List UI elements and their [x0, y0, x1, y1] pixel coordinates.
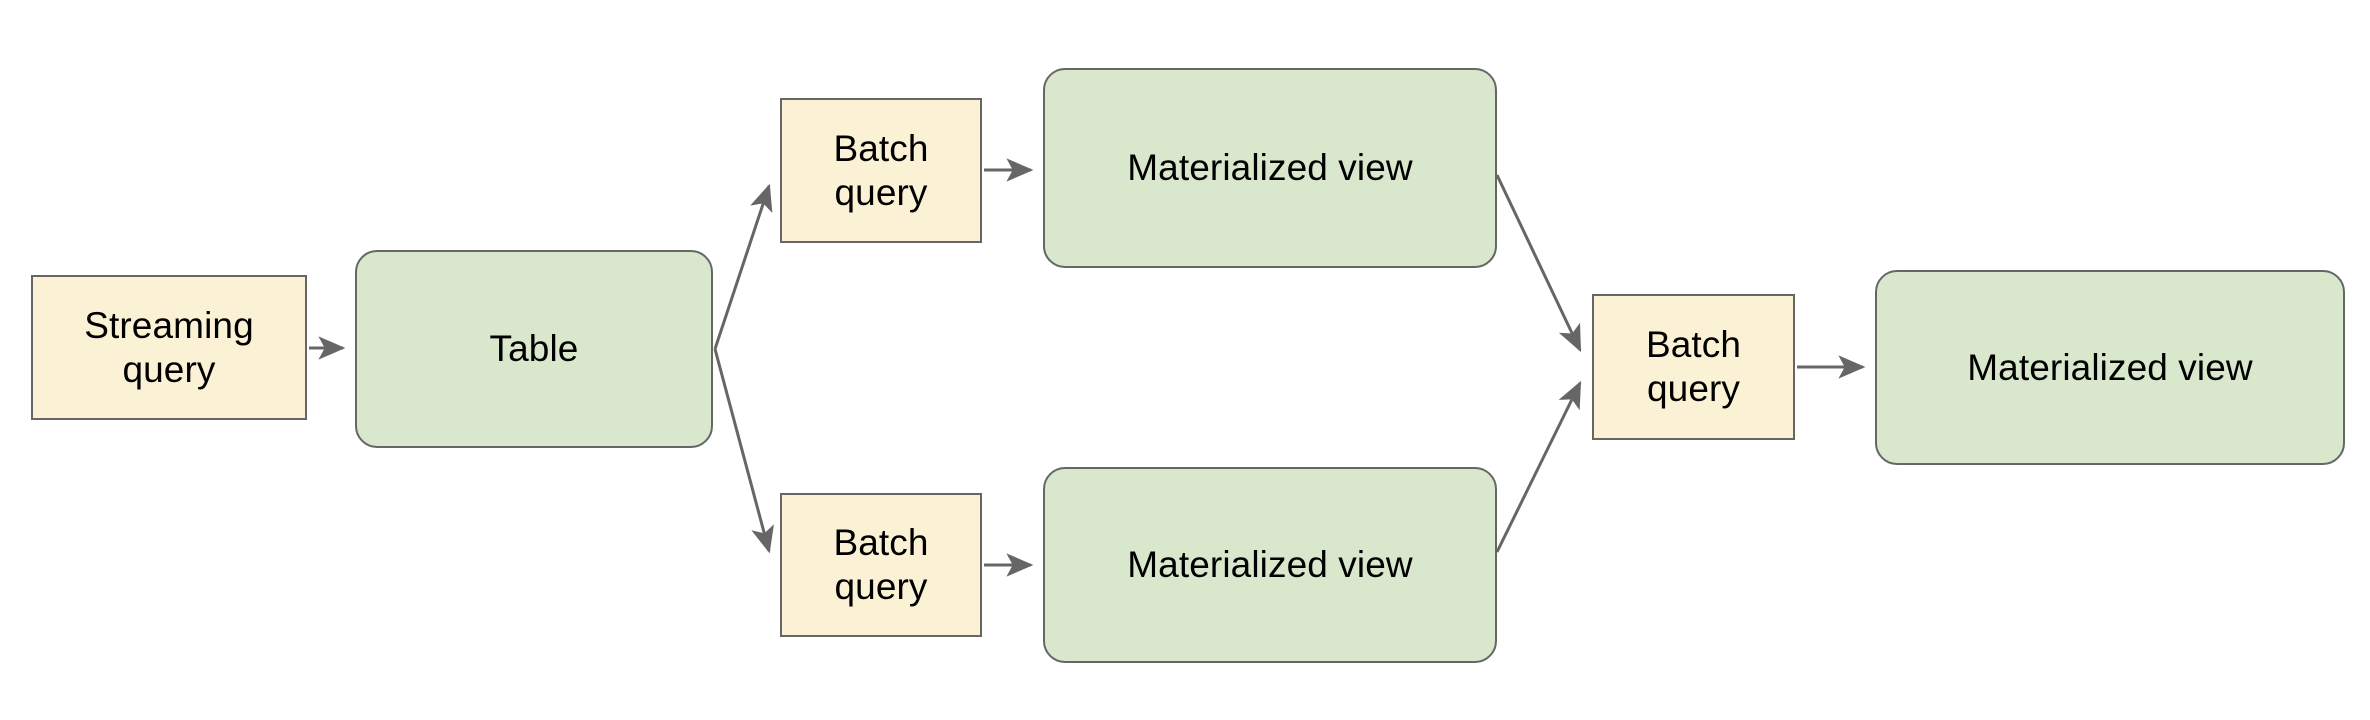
- node-materialized-view-top[interactable]: Materialized view: [1043, 68, 1497, 268]
- node-batch-query-right[interactable]: Batch query: [1592, 294, 1795, 440]
- edge-materialized-view-bottom-to-batch-query-right: [1495, 380, 1582, 553]
- node-table[interactable]: Table: [355, 250, 713, 448]
- node-batch-query-bottom[interactable]: Batch query: [780, 493, 982, 637]
- node-streaming-query[interactable]: Streaming query: [31, 275, 307, 420]
- node-materialized-view-bottom[interactable]: Materialized view: [1043, 467, 1497, 663]
- node-materialized-view-right[interactable]: Materialized view: [1875, 270, 2345, 465]
- edge-materialized-view-top-to-batch-query-right: [1495, 174, 1582, 353]
- node-batch-query-top[interactable]: Batch query: [780, 98, 982, 243]
- edge-table-to-batch-bottom: [713, 348, 774, 554]
- edge-table-to-batch-top: [713, 183, 773, 350]
